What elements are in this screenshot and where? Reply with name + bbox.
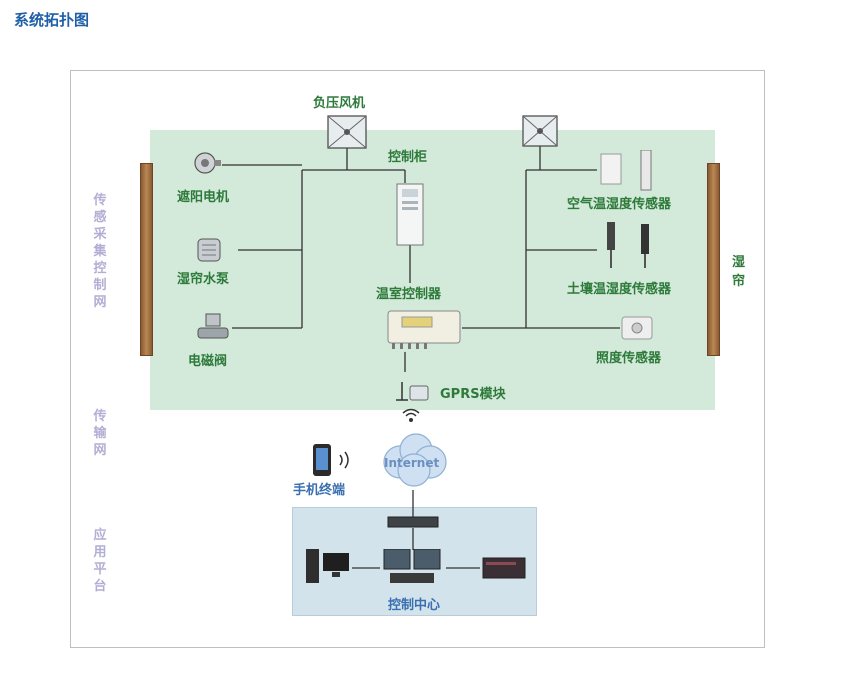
gprs-antenna-icon [396,382,429,401]
light-sensor-label: 照度传感器 [596,351,662,366]
fan-label: 负压风机 [313,96,366,111]
internet-cloud-icon [383,433,447,487]
internet-label: Internet [384,456,440,470]
layer-label-sensing: 传感采集控制网 [93,193,107,310]
diagram-frame [70,70,765,648]
layer-label-transport: 传输网 [93,409,107,458]
wet-curtain-wall-left [140,163,153,356]
exhaust-fan-icon [327,115,367,149]
mobile-terminal-label: 手机终端 [293,483,346,498]
wet-curtain-label: 湿帘 [732,255,746,289]
shade-motor-label: 遮阳电机 [177,190,230,205]
soil-sensor-label: 土壤温湿度传感器 [567,282,672,297]
air-sensor-icon [600,150,652,191]
solenoid-valve-icon [197,313,229,339]
shade-motor-icon [194,152,221,174]
gprs-module-label: GPRS模块 [440,387,506,402]
wet-curtain-wall-right [707,163,720,356]
control-center-label: 控制中心 [388,598,441,613]
greenhouse-controller-icon [387,310,461,349]
exhaust-fan-icon [522,115,558,147]
cabinet-label: 控制柜 [388,150,428,165]
network-switch-icon [387,516,439,528]
greenhouse-controller-label: 温室控制器 [376,287,442,302]
control-workstation-icon [383,549,441,583]
curtain-pump-label: 湿帘水泵 [177,272,230,287]
water-pump-icon [197,238,221,262]
soil-sensor-icon [607,222,649,268]
desktop-computer-icon [306,549,349,583]
server-device-icon [482,557,526,579]
control-cabinet-icon [396,183,424,246]
page-title: 系统拓扑图 [14,11,90,29]
air-sensor-label: 空气温湿度传感器 [567,197,672,212]
wireless-signal-icon [402,408,420,422]
layer-label-application: 应用平台 [93,528,107,594]
light-sensor-icon [621,316,653,340]
solenoid-valve-label: 电磁阀 [188,354,228,369]
mobile-phone-icon [313,444,349,476]
